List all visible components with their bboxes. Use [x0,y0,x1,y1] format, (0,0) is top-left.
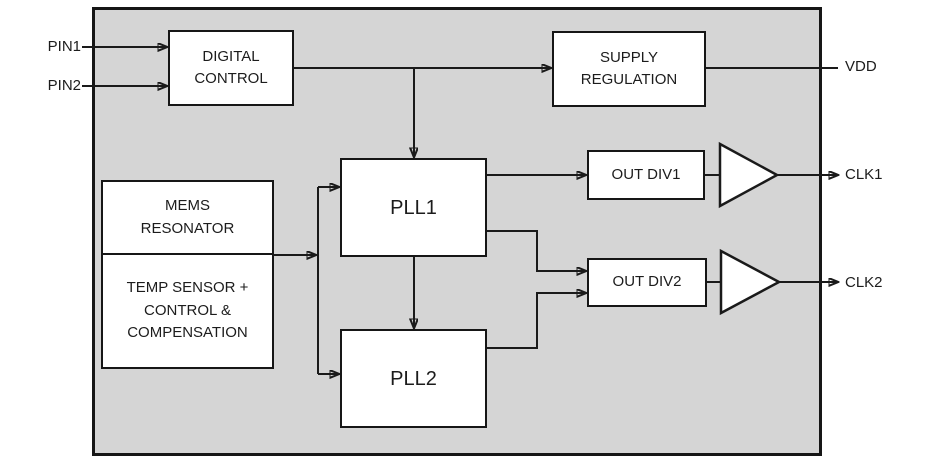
wire-pll2-to-out-div2 [487,293,586,349]
clk1-label: CLK1 [845,166,883,183]
pin1-label: PIN1 [47,38,81,55]
supply-regulation-block: SUPPLY REGULATION [552,31,706,107]
pll1-label: PLL1 [390,196,437,219]
out-div2-label: OUT DIV2 [612,273,682,291]
pll2-label: PLL2 [390,367,437,390]
wire-pll1-to-out-div2 [487,230,586,271]
pll2-block: PLL2 [340,329,487,428]
out-div1-label: OUT DIV1 [611,165,681,183]
clk1-output-buffer-icon [718,141,780,209]
clk2-output-buffer-icon [719,248,782,316]
mems-resonator-label: MEMS RESONATOR [140,197,235,237]
clk2-label: CLK2 [845,274,883,291]
supply-regulation-label: SUPPLY REGULATION [580,48,678,89]
digital-control-label: DIGITAL CONTROL [194,47,268,88]
vdd-label: VDD [845,58,877,75]
pin2-label: PIN2 [47,77,81,94]
pll1-block: PLL1 [340,158,487,257]
temp-sensor-label: TEMP SENSOR + CONTROL & COMPENSATION [126,279,249,342]
out-div2-block: OUT DIV2 [587,258,707,307]
out-div1-block: OUT DIV1 [587,150,705,200]
mems-block: MEMS RESONATOR TEMP SENSOR + CONTROL & C… [101,180,274,369]
temp-sensor-section: TEMP SENSOR + CONTROL & COMPENSATION [103,255,272,367]
digital-control-block: DIGITAL CONTROL [168,30,294,106]
mems-resonator-section: MEMS RESONATOR [103,182,272,255]
